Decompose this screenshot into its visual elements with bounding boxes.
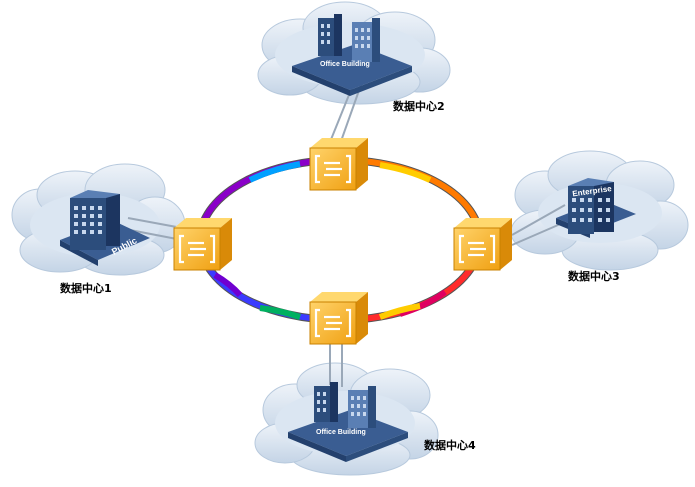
node-top — [309, 138, 368, 191]
dc2-label: 数据中心2 — [393, 100, 445, 113]
dc3-label: 数据中心3 — [568, 270, 620, 283]
optical-switch-icon — [178, 234, 216, 264]
node-bottom — [309, 292, 368, 345]
building-dc1: Public — [60, 190, 150, 266]
optical-switch-icon — [458, 234, 496, 264]
optical-switch-icon — [314, 154, 352, 184]
building-dc3: Enterprise — [556, 178, 636, 238]
optical-switch-icon — [314, 308, 352, 338]
dc1-label: 数据中心1 — [60, 282, 112, 295]
dc4-label: 数据中心4 — [424, 439, 476, 452]
building-dc2: Office Building — [292, 14, 412, 96]
building-dc2-text: Office Building — [320, 61, 370, 68]
node-left — [173, 218, 232, 271]
node-right — [453, 218, 512, 271]
building-dc4-text: Office Building — [316, 429, 366, 436]
building-dc4: Office Building — [288, 382, 408, 462]
link-lines — [127, 79, 566, 387]
